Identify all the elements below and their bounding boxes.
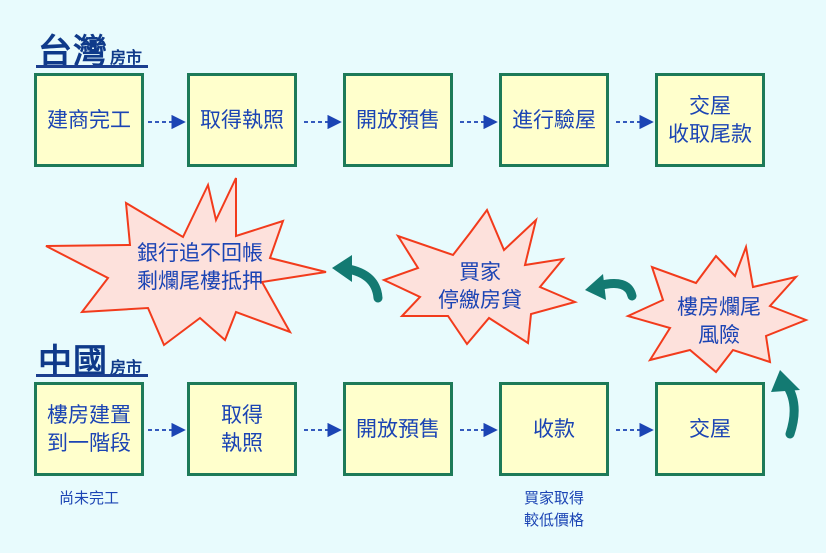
step-label: 樓房建置 bbox=[47, 402, 131, 427]
step-label: 執照 bbox=[221, 431, 263, 455]
taiwan-step-3: 開放預售 bbox=[343, 73, 453, 167]
step-label: 建商完工 bbox=[47, 107, 131, 132]
burst-shape-buyer bbox=[381, 207, 579, 346]
taiwan-title-sub: 房市 bbox=[110, 48, 143, 67]
step-label: 交屋 bbox=[689, 93, 731, 118]
step-label: 進行驗屋 bbox=[512, 107, 596, 132]
note-line: 較低價格 bbox=[523, 510, 584, 529]
burst-line: 停繳房貸 bbox=[438, 288, 522, 312]
step-label: 取得執照 bbox=[200, 107, 284, 132]
burst-line: 風險 bbox=[698, 323, 740, 347]
burst-shape-bank bbox=[45, 177, 327, 347]
step-label: 開放預售 bbox=[356, 416, 440, 441]
taiwan-step-4: 進行驗屋 bbox=[499, 73, 609, 167]
china-step-1: 樓房建置 到一階段 bbox=[34, 382, 144, 476]
china-title-sub: 房市 bbox=[110, 358, 143, 377]
note-unfinished: 尚未完工 bbox=[34, 488, 144, 510]
step-label: 收款 bbox=[533, 416, 575, 441]
note-lower-price: 買家取得 較低價格 bbox=[499, 488, 609, 532]
burst-line: 買家 bbox=[459, 259, 501, 284]
step-label: 開放預售 bbox=[356, 107, 440, 132]
note-line: 尚未完工 bbox=[58, 489, 119, 507]
china-step-2: 取得 執照 bbox=[187, 382, 297, 476]
taiwan-step-5: 交屋 收取尾款 bbox=[655, 73, 765, 167]
burst-bank-text: 銀行追不回帳 剩爛尾樓抵押 bbox=[110, 236, 290, 298]
burst-line: 剩爛尾樓抵押 bbox=[137, 269, 263, 293]
curved-arrow-1 bbox=[332, 255, 383, 303]
step-label: 收取尾款 bbox=[668, 122, 752, 146]
curved-arrow-2 bbox=[585, 274, 637, 301]
taiwan-step-1: 建商完工 bbox=[34, 73, 144, 167]
china-title-underline bbox=[36, 374, 148, 377]
burst-line: 銀行追不回帳 bbox=[137, 240, 263, 265]
china-step-4: 收款 bbox=[499, 382, 609, 476]
step-label: 到一階段 bbox=[47, 431, 131, 455]
note-line: 買家取得 bbox=[523, 489, 584, 507]
taiwan-title-underline bbox=[36, 65, 148, 68]
burst-risk-text: 樓房爛尾 風險 bbox=[664, 290, 774, 352]
taiwan-step-2: 取得執照 bbox=[187, 73, 297, 167]
china-step-3: 開放預售 bbox=[343, 382, 453, 476]
burst-line: 樓房爛尾 bbox=[677, 294, 761, 319]
step-label: 交屋 bbox=[689, 416, 731, 441]
china-step-5: 交屋 bbox=[655, 382, 765, 476]
burst-shape-risk bbox=[625, 243, 809, 374]
step-label: 取得 bbox=[221, 402, 263, 427]
burst-buyer-text: 買家 停繳房貸 bbox=[420, 255, 540, 317]
curved-arrow-3 bbox=[771, 370, 800, 439]
